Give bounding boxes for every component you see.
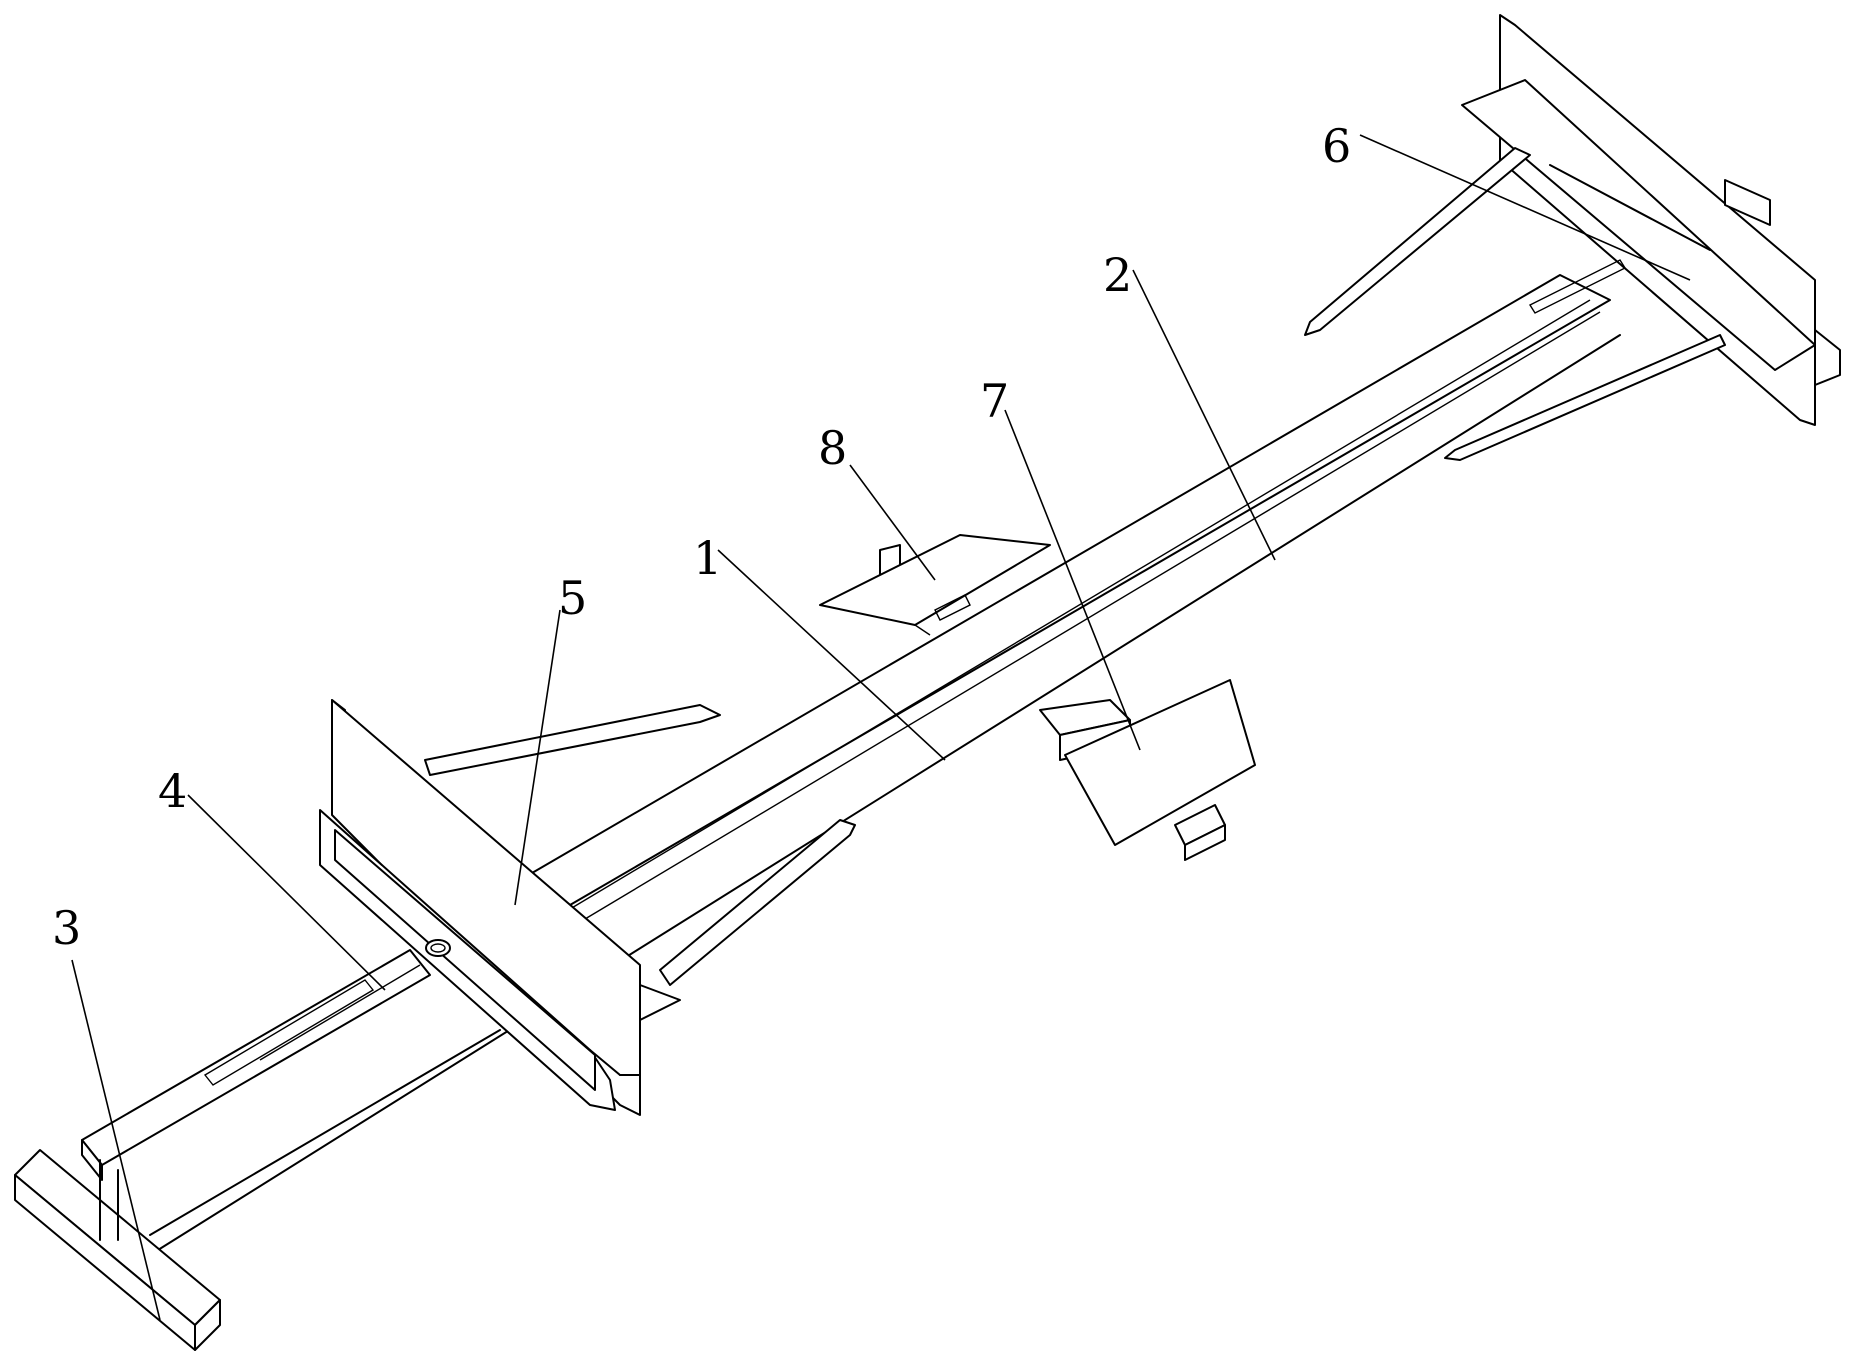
callout-7: 7 (980, 374, 1010, 428)
part-7-plate (1039, 679, 1256, 861)
callout-6: 6 (1322, 119, 1352, 173)
callout-5: 5 (558, 571, 588, 625)
slotted-plate (81, 949, 431, 1181)
callout-8: 8 (818, 421, 848, 475)
callout-3: 3 (52, 901, 82, 955)
knob-fastener (425, 939, 451, 957)
callout-2: 2 (1103, 248, 1133, 302)
base-foot (14, 1149, 221, 1351)
right-struts (1304, 147, 1726, 461)
left-frame-plate (319, 699, 681, 1116)
callout-1: 1 (693, 531, 723, 585)
callout-4: 4 (158, 764, 188, 818)
leader-lines (71, 134, 1691, 1321)
right-frame-plate (1461, 14, 1841, 426)
left-struts (424, 704, 856, 986)
